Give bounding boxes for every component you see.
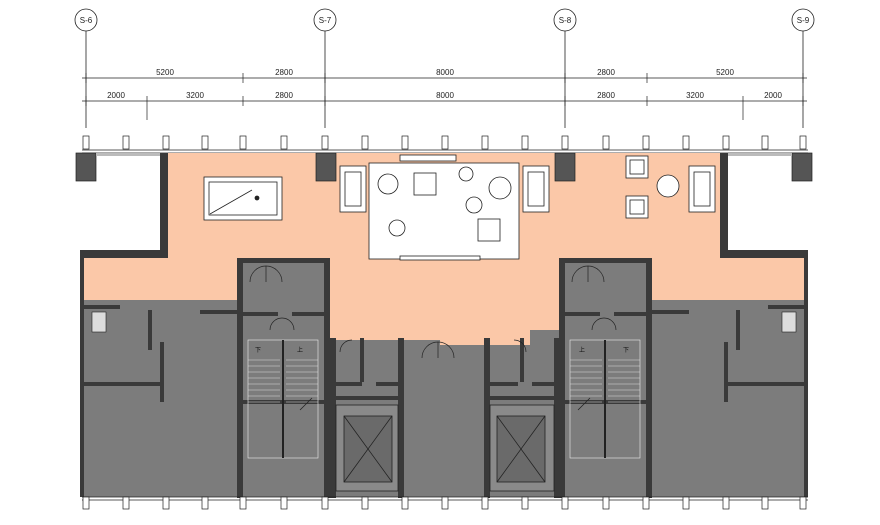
- facade-left: [96, 153, 792, 156]
- round-table-icon: [377, 166, 512, 237]
- dimension-label: 8000: [436, 68, 454, 77]
- sanitary-fixture-icon: [91, 311, 797, 333]
- armchair-icon: [625, 155, 680, 219]
- structural-columns: [75, 152, 813, 182]
- stair-direction-label: 上: [579, 346, 585, 354]
- grid-axis-label: S-6: [80, 16, 93, 25]
- square-table-icon: [413, 172, 501, 242]
- dimension-label: 2000: [107, 91, 125, 100]
- elevator-icon: [489, 404, 555, 492]
- stair-direction-label: 上: [297, 346, 303, 354]
- facade-bottom: [82, 496, 808, 510]
- dimension-label: 2800: [275, 68, 293, 77]
- stair-direction-label: 下: [623, 347, 629, 354]
- core-service-area: [82, 262, 806, 497]
- door-swing-icon: [249, 265, 617, 359]
- dimension-label: 3200: [686, 91, 704, 100]
- facade-mullions: [82, 135, 808, 154]
- dimension-label: 2800: [597, 68, 615, 77]
- dimension-label: 5200: [156, 68, 174, 77]
- lounge-rug: [368, 154, 520, 261]
- stair-icon: [569, 339, 641, 459]
- grid-axis-label: S-7: [319, 16, 332, 25]
- stair-direction-label: 下: [255, 347, 261, 354]
- elevator-icon: [335, 404, 399, 492]
- exterior-walls: [80, 153, 808, 497]
- dimension-label: 2800: [275, 91, 293, 100]
- grid-axis-label: S-9: [797, 16, 810, 25]
- dimension-label: 8000: [436, 91, 454, 100]
- billiard-table-icon: [203, 176, 283, 221]
- dimension-label: 5200: [716, 68, 734, 77]
- dimension-label: 3200: [186, 91, 204, 100]
- dimension-label: 2000: [764, 91, 782, 100]
- sofa-icon: [339, 165, 716, 213]
- dimension-lines: [82, 73, 807, 120]
- stair-icon: [247, 339, 319, 459]
- dimension-label: 2800: [597, 91, 615, 100]
- interior-walls: [84, 258, 804, 498]
- grid-axis-label: S-8: [559, 16, 572, 25]
